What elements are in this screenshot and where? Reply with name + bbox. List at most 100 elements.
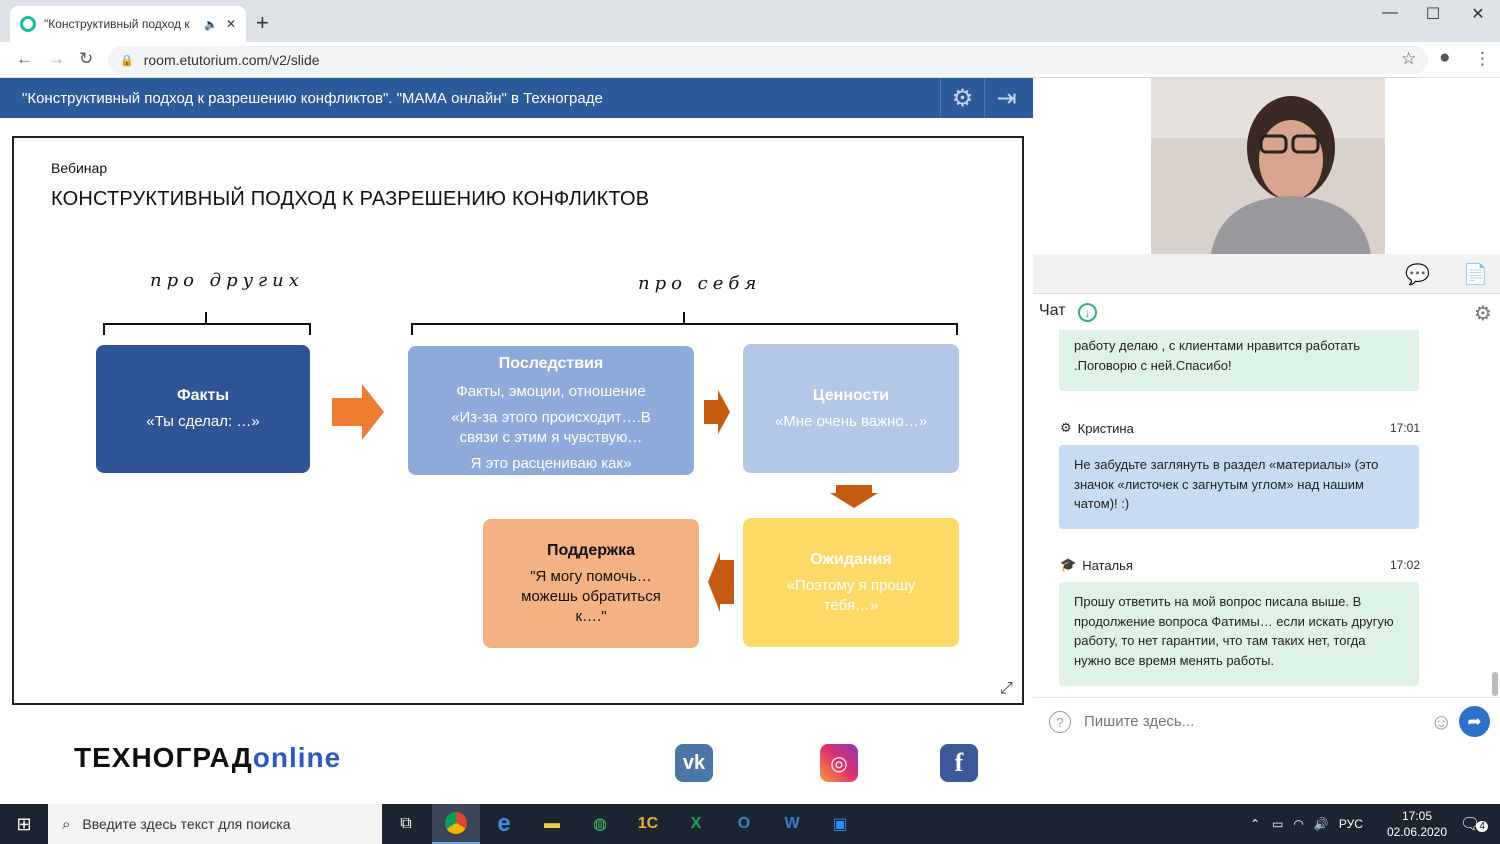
chat-message-text: Не забудьте заглянуть в раздел «материал… xyxy=(1074,457,1379,511)
box-expectations-title: Ожидания xyxy=(810,550,892,568)
fullscreen-expand-icon[interactable]: ⤢ xyxy=(1000,680,1013,697)
chat-message: работу делаю , с клиентами нравится рабо… xyxy=(1059,330,1419,391)
chat-input[interactable] xyxy=(1084,713,1414,730)
reload-icon[interactable]: ↻ xyxy=(79,49,94,68)
send-button[interactable]: ➦ xyxy=(1459,706,1490,737)
excel-icon[interactable]: X xyxy=(690,815,702,832)
materials-document-icon[interactable]: 📄 xyxy=(1463,264,1488,286)
zoom-icon[interactable]: ▣ xyxy=(832,816,848,833)
tab-title: "Конструктивный подход к xyxy=(44,17,190,31)
menu-dots-icon[interactable]: ⋮ xyxy=(1474,49,1491,68)
chat-messages[interactable]: работу делаю , с клиентами нравится рабо… xyxy=(1040,330,1490,692)
emoji-icon[interactable]: ☺ xyxy=(1430,709,1453,734)
box-values: Ценности «Мне очень важно…» xyxy=(743,344,959,473)
panel-tabs: 💬 📄 xyxy=(1033,254,1500,294)
site-favicon-icon xyxy=(20,16,36,32)
download-chat-icon[interactable]: ↓ xyxy=(1078,303,1097,322)
outlook-icon[interactable]: O xyxy=(737,815,751,832)
presentation-slide: Вебинар КОНСТРУКТИВНЫЙ ПОДХОД К РАЗРЕШЕН… xyxy=(12,136,1024,705)
windows-start-icon[interactable]: ⊞ xyxy=(16,813,32,834)
header-actions: ⚙ ⇥ xyxy=(940,78,1033,118)
box-support-text: "Я могу помочь… можешь обратиться к…." xyxy=(521,567,661,625)
1c-icon[interactable]: 1С xyxy=(637,815,659,832)
close-window-icon[interactable]: ✕ xyxy=(1471,6,1485,23)
box-consequences: Последствия Факты, эмоции, отношение «Из… xyxy=(408,346,694,475)
url-text: room.etutorium.com/v2/slide xyxy=(143,52,320,68)
notifications-icon[interactable]: 🗨4 xyxy=(1460,814,1488,834)
box-consequences-line2: «Из-за этого происходит….В связи с этим … xyxy=(451,409,651,446)
chat-message-meta: ⚙ Кристина 17:01 xyxy=(1060,420,1420,436)
browser-tab-bar xyxy=(0,0,1500,42)
box-consequences-line3: Я это расцениваю как» xyxy=(470,455,632,472)
forward-arrow-icon[interactable]: → xyxy=(48,49,65,68)
presenter-silhouette xyxy=(1151,78,1385,254)
close-tab-icon[interactable]: ✕ xyxy=(225,17,236,31)
slide-title: КОНСТРУКТИВНЫЙ ПОДХОД К РАЗРЕШЕНИЮ КОНФЛ… xyxy=(51,188,650,210)
minimize-icon[interactable]: — xyxy=(1382,4,1398,21)
instagram-icon[interactable]: ◎ xyxy=(820,744,858,782)
clock-time: 17:05 xyxy=(1401,809,1433,823)
box-facts-title: Факты xyxy=(176,387,230,404)
box-facts: Факты «Ты сделал: …» xyxy=(96,345,310,473)
word-icon[interactable]: W xyxy=(784,815,800,832)
chat-author: Кристина xyxy=(1077,420,1134,436)
address-bar[interactable]: 🔒 room.etutorium.com/v2/slide xyxy=(108,46,1428,74)
exit-icon[interactable]: ⇥ xyxy=(984,78,1028,118)
box-support-title: Поддержка xyxy=(546,541,636,559)
box-facts-text: «Ты сделал: …» xyxy=(146,413,260,430)
bookmark-star-icon[interactable]: ☆ xyxy=(1401,49,1417,68)
vk-icon[interactable]: vk xyxy=(675,744,713,782)
system-tray: ⌃ ▭ ◠ 🔊 РУС xyxy=(1250,804,1363,844)
diagram-connectors xyxy=(103,312,958,612)
speaker-icon[interactable]: 🔈 xyxy=(204,18,218,31)
chat-settings-gear-icon[interactable]: ⚙ xyxy=(1474,303,1492,325)
browser-tab[interactable]: "Конструктивный подход к 🔈 ✕ xyxy=(10,6,246,42)
chat-time: 17:02 xyxy=(1389,558,1420,572)
brace-label-others: про других xyxy=(150,270,304,291)
maximize-icon[interactable]: ☐ xyxy=(1425,6,1441,23)
technograd-logo: ТЕХНОГРАДonline xyxy=(74,742,342,773)
tray-chevron-icon[interactable]: ⌃ xyxy=(1250,817,1261,831)
task-view-icon[interactable]: ⧉ xyxy=(400,815,412,832)
slide-label: Вебинар xyxy=(51,160,108,176)
file-explorer-icon[interactable]: ▬ xyxy=(544,815,560,832)
brace-label-self: про себя xyxy=(638,273,762,294)
back-arrow-icon[interactable]: ← xyxy=(16,49,33,68)
box-consequences-line1: Факты, эмоции, отношение xyxy=(456,383,646,400)
settings-gear-icon[interactable]: ⚙ xyxy=(940,78,984,118)
search-icon: ⌕ xyxy=(62,815,71,833)
battery-icon[interactable]: ▭ xyxy=(1272,817,1284,831)
new-tab-button[interactable]: + xyxy=(256,10,269,35)
arrow-facts-to-consequences xyxy=(332,384,384,440)
chat-message-meta: 🎓 Наталья 17:02 xyxy=(1060,557,1420,573)
taskbar-search[interactable]: ⌕ Введите здесь текст для поиска xyxy=(48,804,382,844)
chat-tab-icon[interactable]: 💬 xyxy=(1405,264,1430,286)
chat-message-text: Прошу ответить на мой вопрос писала выше… xyxy=(1074,594,1394,668)
chat-message-text: работу делаю , с клиентами нравится рабо… xyxy=(1074,338,1360,373)
facebook-icon[interactable]: f xyxy=(940,744,978,782)
graduation-cap-icon: 🎓 xyxy=(1060,557,1077,572)
chrome-icon[interactable] xyxy=(432,804,480,844)
language-indicator[interactable]: РУС xyxy=(1338,817,1363,831)
edge-icon[interactable]: e xyxy=(497,810,511,837)
webinar-title: "Конструктивный подход к разрешению конф… xyxy=(22,89,603,107)
box-expectations-text: «Поэтому я прошу тебя…» xyxy=(786,576,916,614)
box-consequences-title: Последствия xyxy=(498,355,604,372)
box-support: Поддержка "Я могу помочь… можешь обратит… xyxy=(483,519,699,648)
profile-icon[interactable]: ● xyxy=(1439,47,1451,68)
chat-scrollbar[interactable] xyxy=(1492,672,1498,696)
box-values-title: Ценности xyxy=(812,386,890,404)
volume-icon[interactable]: 🔊 xyxy=(1313,817,1329,831)
globe-app-icon[interactable]: ◍ xyxy=(593,816,607,833)
taskbar-clock[interactable]: 17:05 02.06.2020 xyxy=(1382,808,1452,840)
chat-message: Прошу ответить на мой вопрос писала выше… xyxy=(1059,582,1419,686)
help-question-icon[interactable]: ? xyxy=(1049,711,1071,733)
chat-message: Не забудьте заглянуть в раздел «материал… xyxy=(1059,445,1419,529)
box-expectations: Ожидания «Поэтому я прошу тебя…» xyxy=(743,518,959,647)
lock-icon: 🔒 xyxy=(120,54,134,67)
clock-date: 02.06.2020 xyxy=(1386,825,1448,839)
box-values-text: «Мне очень важно…» xyxy=(774,412,928,430)
arrow-values-to-expectations xyxy=(830,485,878,508)
taskbar-search-placeholder: Введите здесь текст для поиска xyxy=(82,816,291,832)
wifi-icon[interactable]: ◠ xyxy=(1293,817,1304,831)
